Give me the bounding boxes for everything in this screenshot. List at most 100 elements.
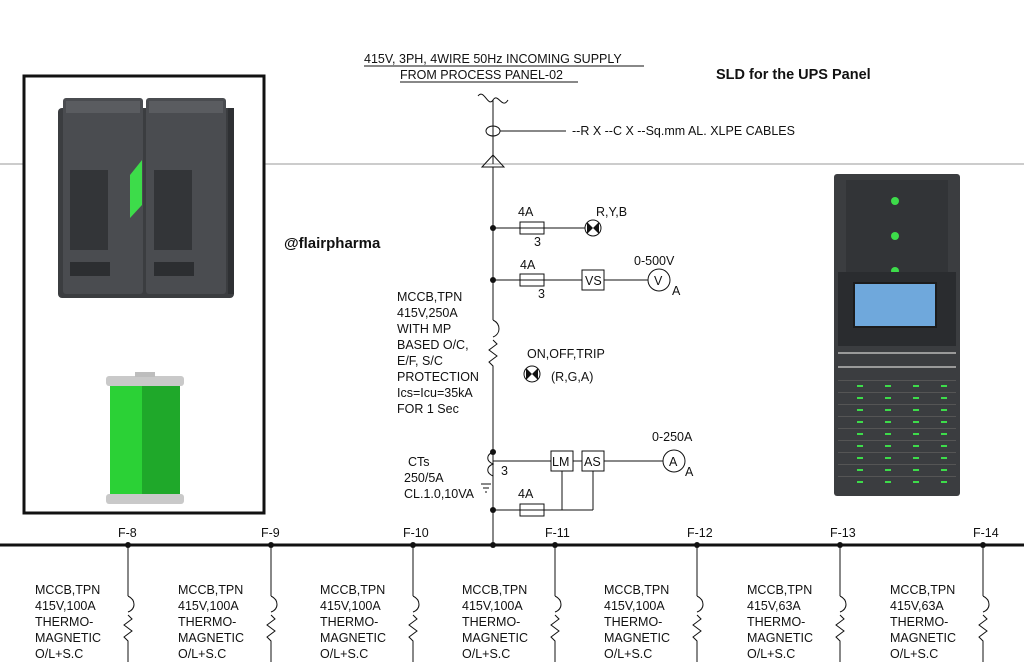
feeder-tag: F-9 <box>261 526 280 540</box>
rack-slot-led <box>913 457 919 459</box>
rack-slot-led <box>885 421 891 423</box>
rack-slot-led <box>857 385 863 387</box>
feeder-spec-line: MCCB,TPN <box>462 583 527 597</box>
incomer-mccb-line: MCCB,TPN <box>397 290 462 304</box>
feeder-spec-line: MCCB,TPN <box>178 583 243 597</box>
feeder-mccb-mask <box>978 596 988 646</box>
feeder-spec-line: 415V,63A <box>890 599 944 613</box>
rack-slot-led <box>857 457 863 459</box>
voltmeter-symbol: V <box>654 274 663 288</box>
feeder-spec-line: 415V,100A <box>604 599 665 613</box>
incomer-mccb-spec: MCCB,TPN 415V,250A WITH MP BASED O/C, E/… <box>397 290 479 416</box>
ups-status-led-icon <box>130 160 142 218</box>
feeder-mccb-mask <box>835 596 845 646</box>
rack-display-screen <box>853 282 937 328</box>
feeder-f-9: F-9MCCB,TPN415V,100ATHERMO-MAGNETICO/L+S… <box>178 526 280 662</box>
feeder-spec-line: THERMO- <box>747 615 805 629</box>
rack-slot-led <box>913 481 919 483</box>
page-title: SLD for the UPS Panel <box>716 67 871 83</box>
rack-slot-led <box>941 433 947 435</box>
feeder-spec-line: THERMO- <box>890 615 948 629</box>
ammeter-mark: A <box>685 465 694 479</box>
feeder-spec-line: MAGNETIC <box>747 631 813 645</box>
feeder-spec-line: THERMO- <box>604 615 662 629</box>
feeder-overload-icon <box>978 614 988 650</box>
feeder-mccb-icon <box>982 595 990 613</box>
feeder-spec-line: MCCB,TPN <box>747 583 812 597</box>
current-transformer-icon <box>481 451 496 493</box>
feeder-f-8: F-8MCCB,TPN415V,100ATHERMO-MAGNETICO/L+S… <box>35 526 137 662</box>
incomer-mccb-line: Ics=Icu=35kA <box>397 386 473 400</box>
ct-count-label: 3 <box>501 464 508 478</box>
feeder-spec-line: THERMO- <box>320 615 378 629</box>
feeder-f-11: F-11MCCB,TPN415V,100ATHERMO-MAGNETICO/L+… <box>462 526 570 662</box>
indication-lamp-label: R,Y,B <box>596 205 627 219</box>
feeder-spec-line: MCCB,TPN <box>890 583 955 597</box>
incomer-mccb-line: WITH MP <box>397 322 451 336</box>
fuse-rating-label: 4A <box>518 487 534 501</box>
feeder-overload-icon <box>408 614 418 650</box>
rack-slot-led <box>857 445 863 447</box>
rack-slot-led <box>857 421 863 423</box>
rack-slot-divider <box>838 416 956 417</box>
rack-status-led-icon <box>891 197 899 205</box>
incomer-mccb-icon <box>488 319 500 375</box>
ammeter-range-label: 0-250A <box>652 430 693 444</box>
incomer-mccb-line: 415V,250A <box>397 306 458 320</box>
feeder-f-13: F-13MCCB,TPN415V,63ATHERMO-MAGNETICO/L+S… <box>747 526 856 662</box>
rack-slot-led <box>857 469 863 471</box>
feeder-mccb-icon <box>696 595 704 613</box>
rack-status-led-icon <box>891 232 899 240</box>
rack-slot-led <box>941 421 947 423</box>
rack-slot-led <box>885 385 891 387</box>
feeder-spec-line: O/L+S.C <box>320 647 368 661</box>
feeder-spec-line: 415V,100A <box>178 599 239 613</box>
feeder-tag: F-13 <box>830 526 856 540</box>
rack-slot-led <box>913 385 919 387</box>
incomer-mccb-line: PROTECTION <box>397 370 479 384</box>
ct-ratio-label: 250/5A <box>404 471 444 485</box>
rack-slot-led <box>857 409 863 411</box>
rack-slot-led <box>857 433 863 435</box>
feeder-spec-line: MAGNETIC <box>890 631 956 645</box>
rack-slot-led <box>885 433 891 435</box>
rack-slot-led <box>885 409 891 411</box>
rack-slot-led <box>885 397 891 399</box>
outgoing-feeders: F-8MCCB,TPN415V,100ATHERMO-MAGNETICO/L+S… <box>35 526 999 662</box>
rack-slot-led <box>941 445 947 447</box>
feeder-mccb-mask <box>266 596 276 646</box>
ct-label: CTs <box>408 455 430 469</box>
rack-slot-led <box>885 469 891 471</box>
feeder-overload-icon <box>266 614 276 650</box>
feeder-spec-line: MCCB,TPN <box>604 583 669 597</box>
feeder-overload-icon <box>835 614 845 650</box>
rack-slot-led <box>857 397 863 399</box>
incoming-supply-label-2: FROM PROCESS PANEL-02 <box>400 68 563 82</box>
fuse-rating-label: 4A <box>520 258 536 272</box>
ammeter-symbol: A <box>669 455 678 469</box>
feeder-spec-line: THERMO- <box>178 615 236 629</box>
rack-slot-divider <box>838 440 956 441</box>
rack-slot-led <box>885 481 891 483</box>
feeder-spec-line: MCCB,TPN <box>35 583 100 597</box>
feeder-spec-line: O/L+S.C <box>747 647 795 661</box>
feeder-overload-icon <box>692 614 702 650</box>
on-off-trip-lamp-icon <box>523 365 541 383</box>
incomer-mccb-line: E/F, S/C <box>397 354 443 368</box>
feeder-spec-line: THERMO- <box>35 615 93 629</box>
rack-slot-led <box>941 385 947 387</box>
feeder-spec-line: O/L+S.C <box>604 647 652 661</box>
rack-slot-led <box>941 397 947 399</box>
ammeter-icon <box>662 449 686 473</box>
rack-slot-led <box>913 409 919 411</box>
feeder-f-14: F-14MCCB,TPN415V,63ATHERMO-MAGNETICO/L+S… <box>890 526 999 662</box>
rack-slot-divider <box>838 392 956 393</box>
feeder-spec-line: O/L+S.C <box>462 647 510 661</box>
feeder-overload-icon <box>123 614 133 650</box>
trip-lamp-label: ON,OFF,TRIP <box>527 347 605 361</box>
fuse-count-label: 3 <box>538 287 545 301</box>
feeder-tag: F-12 <box>687 526 713 540</box>
ct-class-label: CL.1.0,10VA <box>404 487 475 501</box>
trip-lamp-colors: (R,G,A) <box>551 370 593 384</box>
